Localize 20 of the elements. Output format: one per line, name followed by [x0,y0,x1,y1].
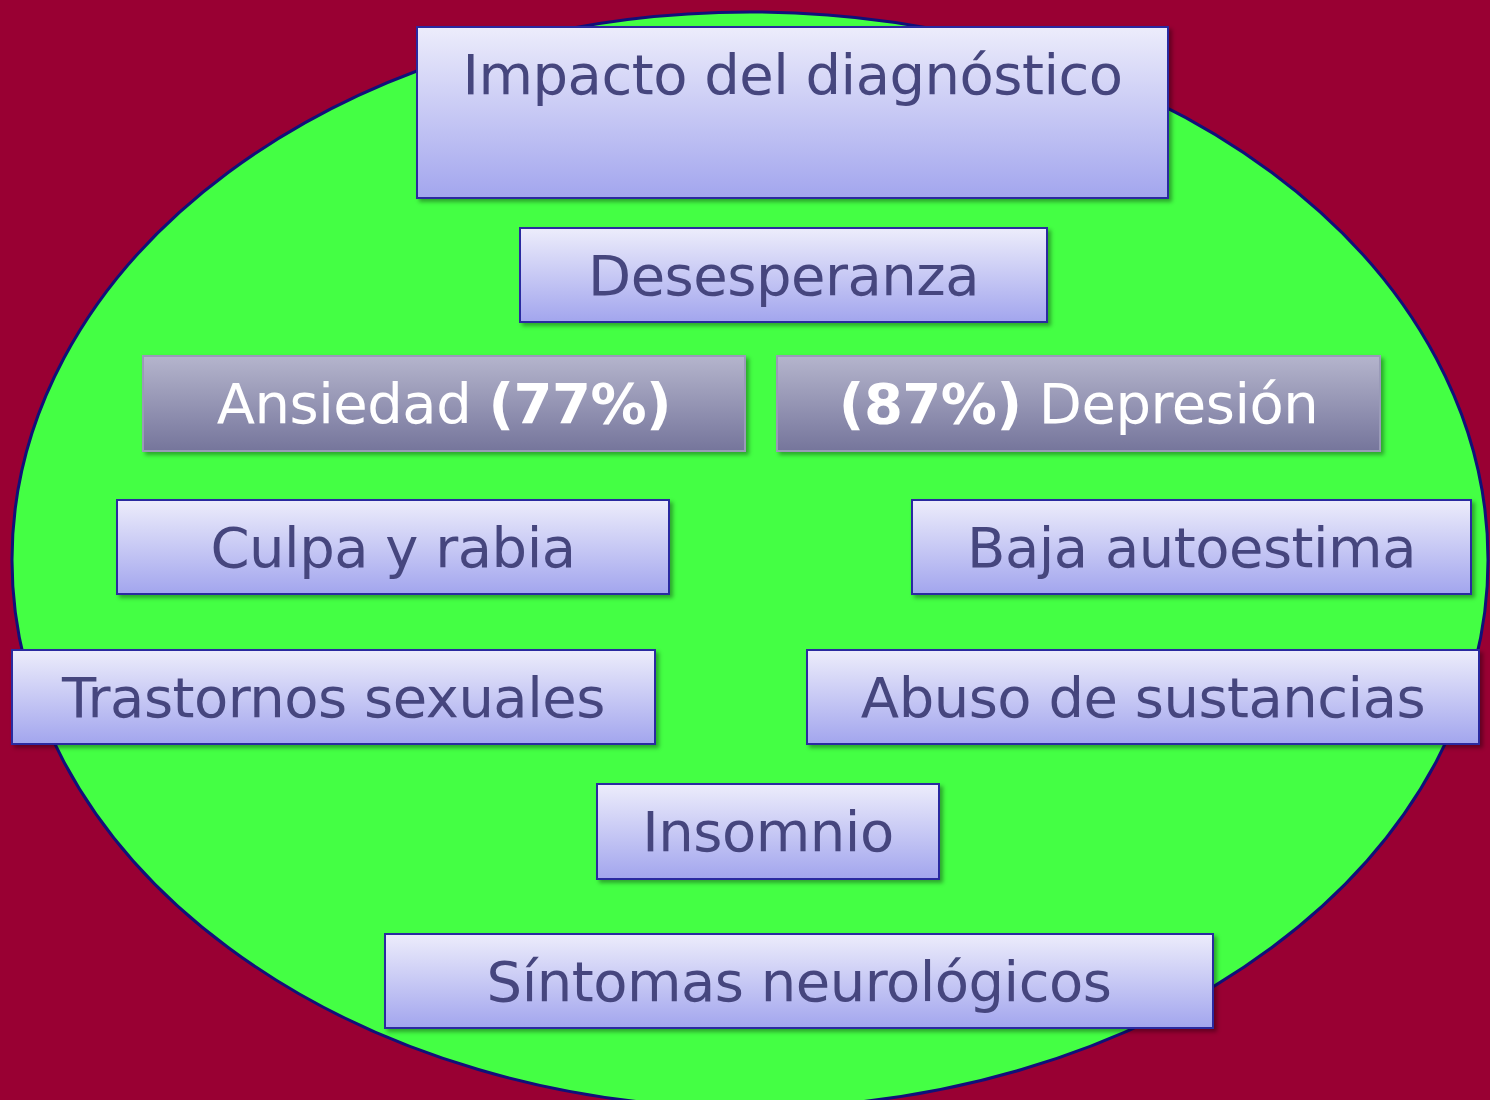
box-label: Abuso de sustancias [860,664,1426,730]
text-box [142,355,746,452]
box-label: Desesperanza [588,242,979,308]
text-box [911,499,1472,595]
text-box [776,355,1381,452]
box-label: (87%) Depresión [838,371,1319,436]
text-box [596,783,940,880]
text-box [384,933,1214,1029]
box-label: Ansiedad (77%) [216,371,672,436]
text-box [11,649,656,745]
text-box [116,499,670,595]
box-label: Síntomas neurológicos [486,948,1112,1014]
text-box [416,26,1169,199]
text-box [806,649,1480,745]
box-label: Impacto del diagnóstico [462,42,1123,107]
text-box [519,227,1048,323]
box-label: Culpa y rabia [210,514,576,580]
box-label: Insomnio [642,799,894,864]
box-label: Trastornos sexuales [62,664,605,730]
box-label: Baja autoestima [967,514,1416,580]
